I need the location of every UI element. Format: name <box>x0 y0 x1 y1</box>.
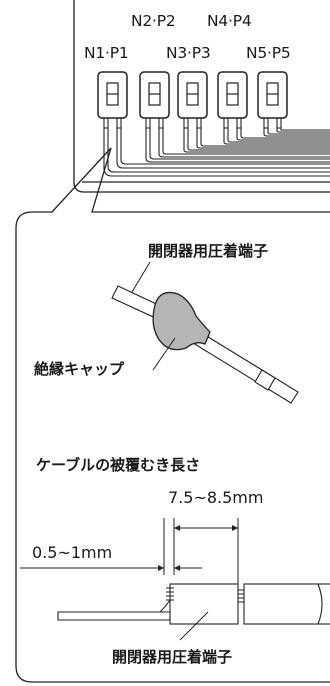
leader-crimp-bottom <box>179 611 209 641</box>
label-gap-length: 0.5~1mm <box>32 543 113 562</box>
crimp-terminal-detail <box>111 285 299 404</box>
terminal-label-n4p4: N4·P4 <box>207 12 252 30</box>
terminal-label-n1p1: N1·P1 <box>84 44 129 62</box>
label-cable-strip-title: ケーブルの被覆むき長さ <box>36 456 201 474</box>
label-crimp-terminal-bottom: 開閉器用圧着端子 <box>112 648 233 666</box>
terminal-slot-n5p5 <box>257 71 288 119</box>
label-crimp-terminal-top: 開閉器用圧着端子 <box>148 242 269 260</box>
terminal-label-n5p5: N5·P5 <box>246 44 291 62</box>
terminal-slot-n3p3 <box>177 71 208 119</box>
terminal-slot-n1p1 <box>97 71 128 119</box>
magnifier-callout <box>15 147 330 683</box>
terminal-wires <box>103 118 330 177</box>
terminal-slot-n2p2 <box>139 71 170 119</box>
terminal-label-n2p2: N2·P2 <box>131 12 176 30</box>
strip-length-detail <box>20 518 330 625</box>
terminal-label-n3p3: N3·P3 <box>166 44 211 62</box>
terminal-slots <box>97 71 288 119</box>
label-strip-length: 7.5~8.5mm <box>168 488 264 507</box>
label-insulation-cap: 絶縁キャップ <box>34 360 125 378</box>
leader-crimp-top <box>131 261 151 293</box>
terminal-slot-n4p4 <box>217 71 248 119</box>
leader-cap <box>152 337 176 371</box>
terminal-block <box>73 0 330 193</box>
insulation-cap <box>152 291 211 351</box>
